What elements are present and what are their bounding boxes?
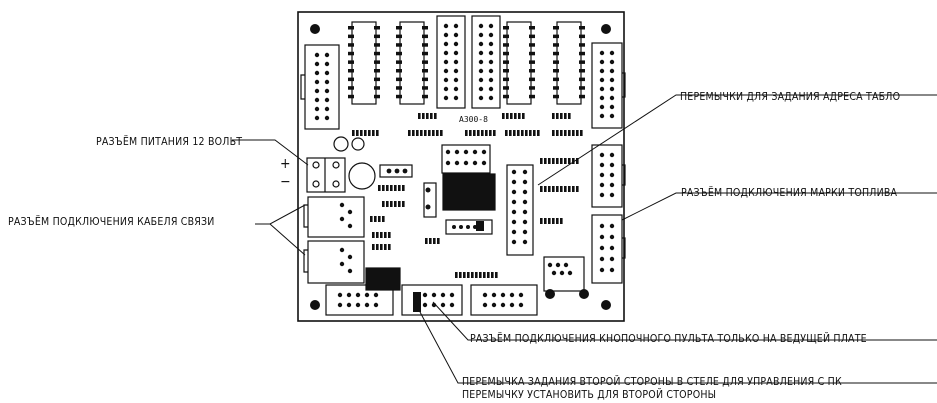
right-connectors — [591, 42, 626, 284]
center-components — [379, 144, 585, 292]
annotation-plus: + — [280, 156, 291, 172]
leader-lines — [232, 94, 937, 384]
connector-pins — [314, 23, 615, 308]
annotation-cable: РАЗЪЁМ ПОДКЛЮЧЕНИЯ КАБЕЛЯ СВЯЗИ — [8, 216, 215, 228]
bottom-connectors — [325, 284, 538, 316]
side-jumper — [413, 292, 421, 312]
smd-rows — [352, 113, 583, 278]
annotation-button-panel: РАЗЪЁМ ПОДКЛЮЧЕНИЯ КНОПОЧНОГО ПУЛЬТА ТОЛ… — [470, 333, 867, 345]
top-dip-chips — [351, 15, 582, 109]
power-connector — [306, 136, 376, 193]
comm-connectors — [303, 196, 401, 291]
annotation-minus: − — [280, 174, 291, 190]
annotation-jumper-side-2: ПЕРЕМЫЧКУ УСТАНОВИТЬ ДЛЯ ВТОРОЙ СТОРОНЫ — [462, 389, 717, 401]
annotation-fuel: РАЗЪЁМ ПОДКЛЮЧЕНИЯ МАРКИ ТОПЛИВА — [681, 187, 898, 199]
left-top-connector — [300, 44, 340, 130]
center-pins — [425, 187, 484, 231]
board-label: A300-8 — [459, 115, 488, 124]
annotation-power: РАЗЪЁМ ПИТАНИЯ 12 ВОЛЬТ — [96, 136, 243, 148]
annotation-jumper-side-1: ПЕРЕМЫЧКА ЗАДАНИЯ ВТОРОЙ СТОРОНЫ В СТЕЛЕ… — [462, 376, 842, 388]
board-outline — [297, 11, 625, 322]
annotation-jumpers-addr: ПЕРЕМЫЧКИ ДЛЯ ЗАДАНИЯ АДРЕСА ТАБЛО — [680, 91, 901, 103]
